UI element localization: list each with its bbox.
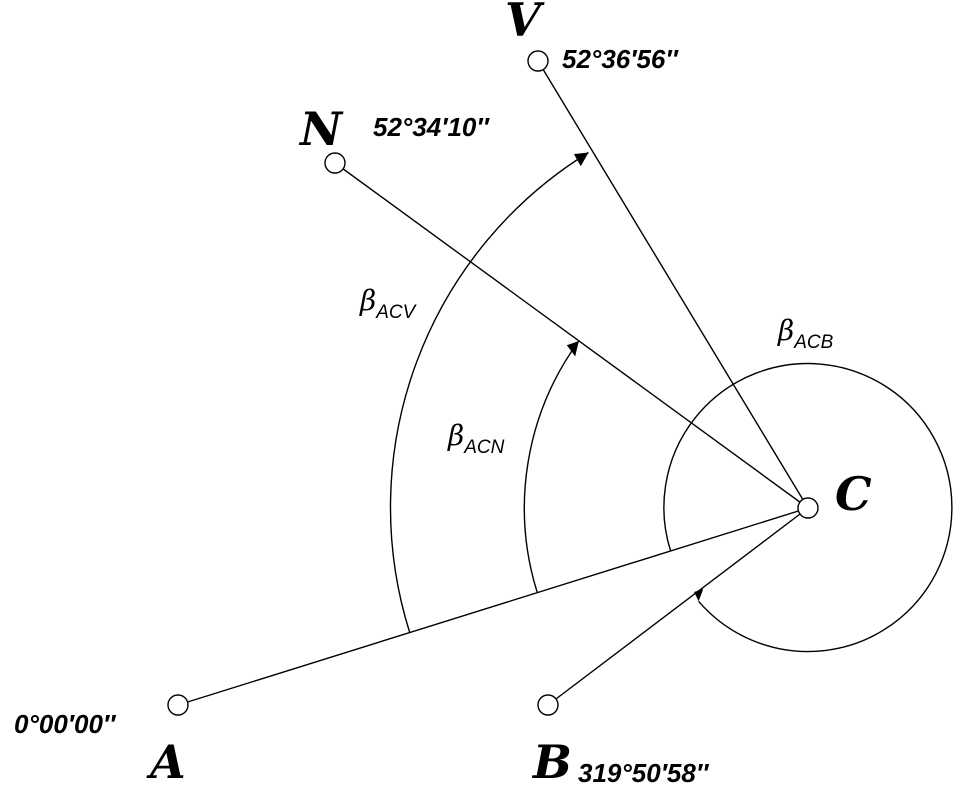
point-label-b: B	[531, 735, 572, 789]
point-label-c: C	[835, 467, 872, 521]
line-c-v	[537, 60, 809, 509]
arrowhead-beta-acv	[573, 152, 589, 167]
station-n-marker	[324, 152, 346, 174]
station-v-marker	[527, 50, 549, 72]
reading-n: 52°34′10″	[373, 112, 490, 142]
station-a-marker	[167, 694, 189, 716]
arrowhead-beta-acn	[566, 341, 579, 357]
line-c-b	[547, 507, 809, 706]
arc-beta-acb	[663, 362, 953, 653]
arc-beta-acv	[389, 151, 589, 633]
beta-acn-subscript: ACN	[463, 437, 504, 458]
reading-v: 52°36′56″	[562, 44, 679, 74]
beta-acb-subscript: ACB	[793, 332, 833, 353]
arc-beta-acn	[523, 340, 580, 593]
line-c-a	[177, 507, 809, 706]
point-label-v: V	[505, 0, 545, 47]
beta-acb-symbol: β	[777, 314, 794, 347]
beta-acv-symbol: β	[359, 284, 376, 317]
reading-b: 319°50′58″	[578, 758, 710, 788]
point-label-n: N	[298, 102, 344, 156]
beta-acn-symbol: β	[447, 419, 464, 452]
beta-acn-label: βACN	[447, 419, 505, 458]
beta-acv-subscript: ACV	[375, 302, 417, 323]
beta-acv-label: βACV	[359, 284, 418, 323]
point-label-a: A	[146, 735, 186, 789]
reading-a: 0°00′00″	[14, 709, 117, 739]
arrowhead-beta-acb	[694, 589, 704, 602]
line-c-n	[334, 162, 809, 509]
station-c-marker	[797, 497, 819, 519]
station-b-marker	[537, 694, 559, 716]
beta-acb-label: βACB	[777, 314, 834, 353]
